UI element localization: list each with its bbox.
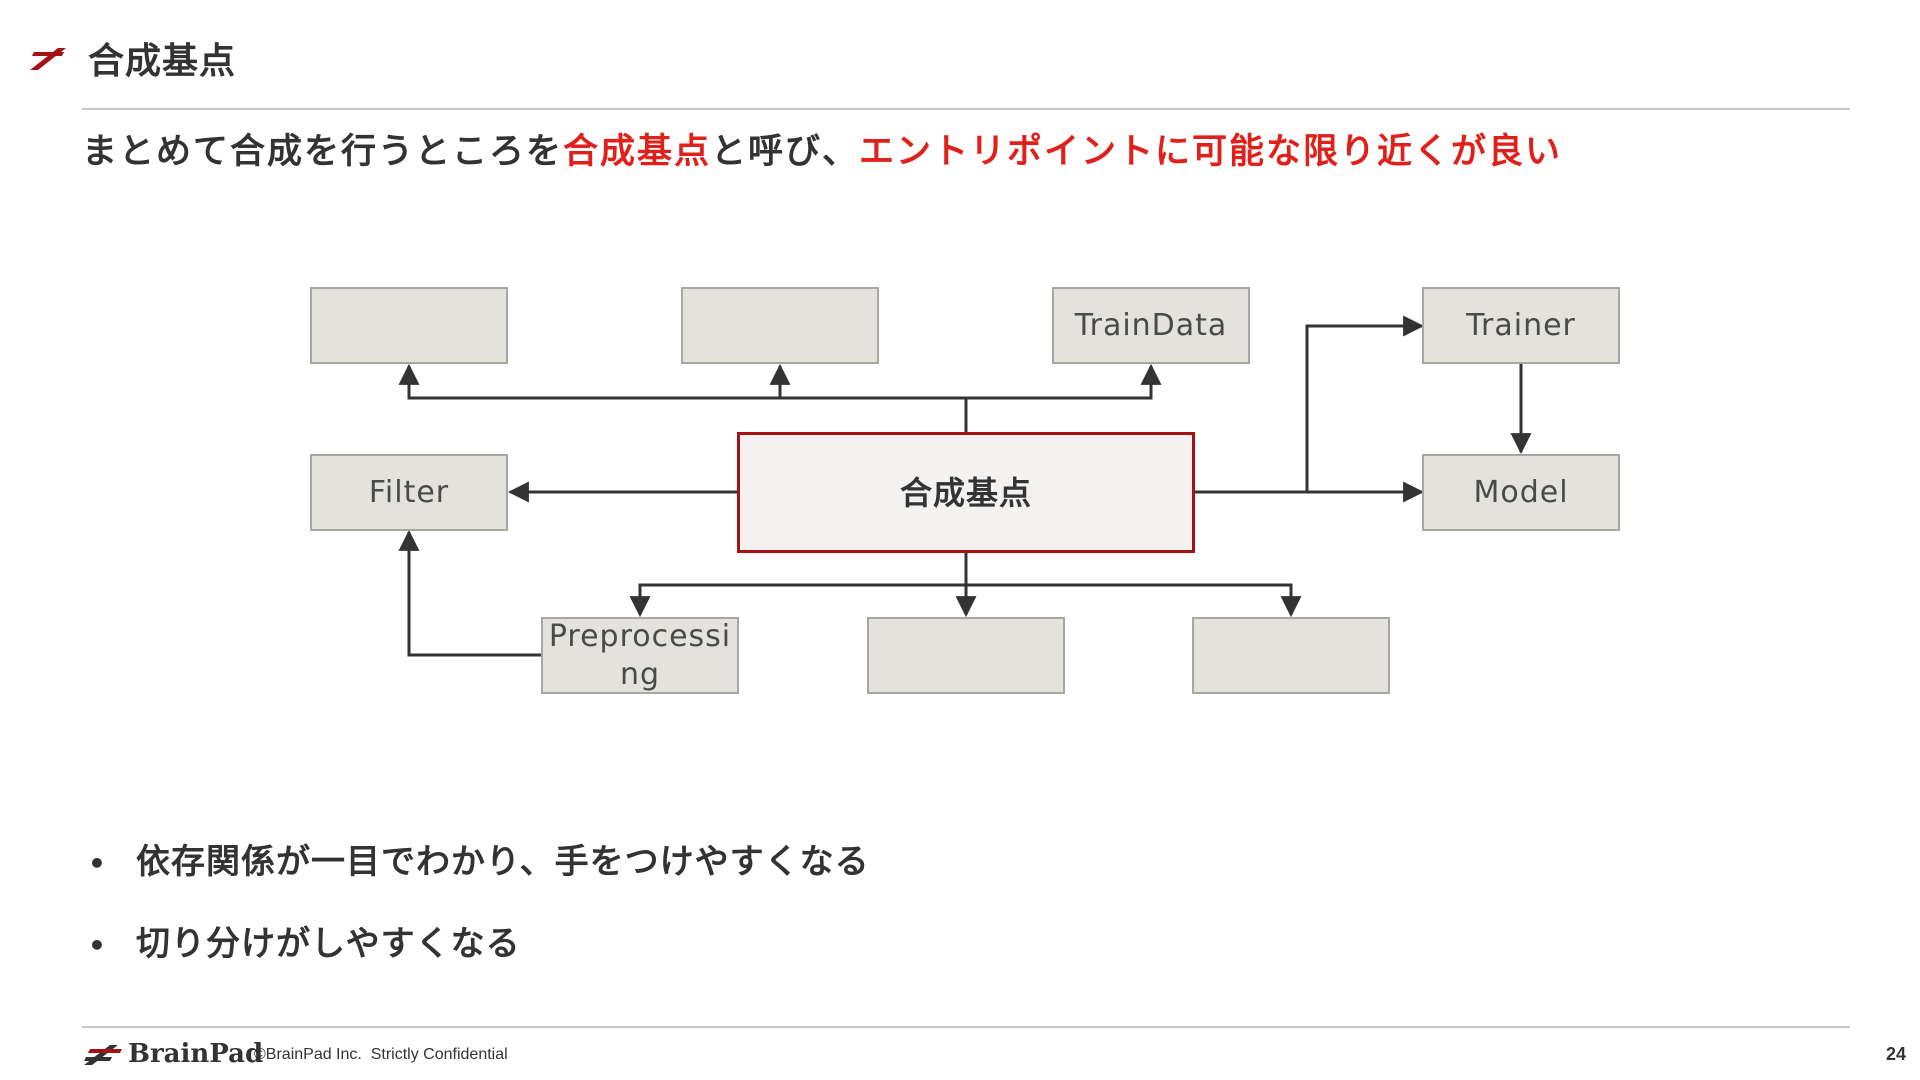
brand-mark-icon [30,48,66,70]
footer-logo: BrainPad [82,1038,263,1070]
bullet-text-1: 依存関係が一目でわかり、手をつけやすくなる [136,842,870,882]
node-trainer: Trainer [1422,287,1620,364]
footer-divider [82,1026,1850,1028]
node-filter: Filter [310,454,508,531]
edge-preprocessing-to-filter [398,529,541,657]
edge-to-bottom-right [966,583,1302,618]
subtitle-highlight-1: 合成基点 [563,132,712,172]
header-divider [82,108,1850,110]
slide-subtitle: まとめて合成を行うところを合成基点と呼び、エントリポイントに可能な限り近くが良い [82,128,1562,176]
bullet-dot-icon: • [88,847,107,880]
node-top-middle [681,287,879,364]
copyright-text: ©BrainPad Inc. Strictly Confidential [254,1046,508,1063]
subtitle-highlight-2: エントリポイントに可能な限り近くが良い [859,132,1563,172]
subtitle-text-1: まとめて合成を行うところを [82,132,564,172]
node-top-left [310,287,508,364]
node-bottom-middle [867,617,1065,694]
bullet-item-1: • 依存関係が一目でわかり、手をつけやすくなる [88,838,870,888]
edge-to-train-data [966,363,1162,400]
edge-to-top-left [398,363,1151,400]
node-center-synthesis-point: 合成基点 [737,432,1195,553]
node-bottom-right [1192,617,1390,694]
bullet-item-2: • 切り分けがしやすくなる [88,920,521,970]
node-preprocessing: Preprocessing [541,617,739,694]
edge-center-to-trainer [1305,315,1425,492]
page-title: 合成基点 [88,41,237,82]
node-model: Model [1422,454,1620,531]
brainpad-logo-text: BrainPad [128,1039,264,1069]
subtitle-text-2: と呼び、 [711,132,860,172]
bullet-text-2: 切り分けがしやすくなる [136,924,521,964]
brainpad-logo-icon [84,1045,122,1065]
edge-to-preprocessing [629,583,966,618]
bullet-dot-icon: • [88,929,107,962]
node-train-data: TrainData [1052,287,1250,364]
page-number: 24 [1885,1044,1906,1064]
